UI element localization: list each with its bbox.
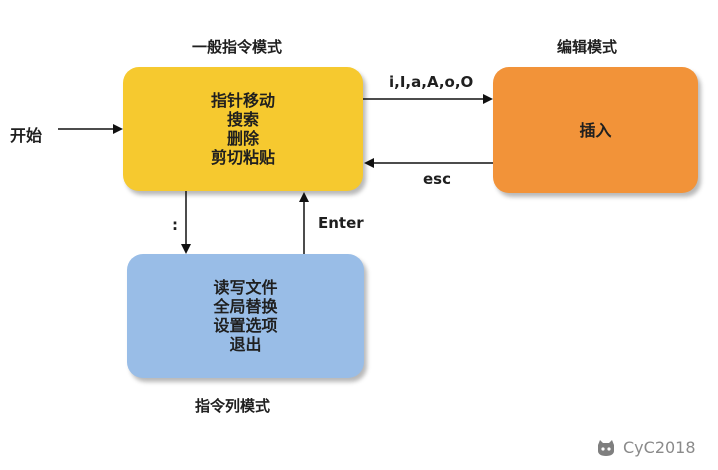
normal-line-4: 剪切粘贴 [210, 148, 275, 167]
normal-line-3: 删除 [226, 129, 259, 148]
normal-to-command-label: : [172, 216, 178, 234]
command-mode-title: 指令列模式 [195, 397, 271, 415]
insert-mode-actions: 插入 [579, 121, 611, 140]
github-octocat-icon [598, 439, 614, 456]
normal-line-2: 搜索 [226, 110, 259, 129]
insert-mode-node: 插入 [493, 67, 698, 193]
insert-to-normal-label: esc [423, 170, 451, 188]
watermark-text: CyC2018 [623, 438, 696, 457]
normal-mode-node: 指针移动搜索删除剪切粘贴 [123, 67, 363, 191]
insert-line-1: 插入 [579, 120, 612, 140]
command-mode-node: 读写文件全局替换设置选项退出 [127, 254, 364, 378]
insert-mode-title: 编辑模式 [557, 38, 618, 56]
command-line-3: 设置选项 [213, 316, 278, 335]
start-label: 开始 [10, 126, 43, 145]
command-to-normal-label: Enter [318, 214, 364, 232]
command-line-1: 读写文件 [213, 278, 278, 297]
command-line-4: 退出 [229, 335, 262, 354]
normal-line-1: 指针移动 [210, 91, 275, 110]
watermark: CyC2018 [595, 438, 696, 457]
normal-to-insert-label: i,I,a,A,o,O [389, 73, 474, 91]
command-mode-actions: 读写文件全局替换设置选项退出 [213, 278, 277, 354]
command-line-2: 全局替换 [213, 297, 278, 316]
normal-mode-title: 一般指令模式 [192, 38, 283, 56]
normal-mode-actions: 指针移动搜索删除剪切粘贴 [211, 91, 275, 167]
